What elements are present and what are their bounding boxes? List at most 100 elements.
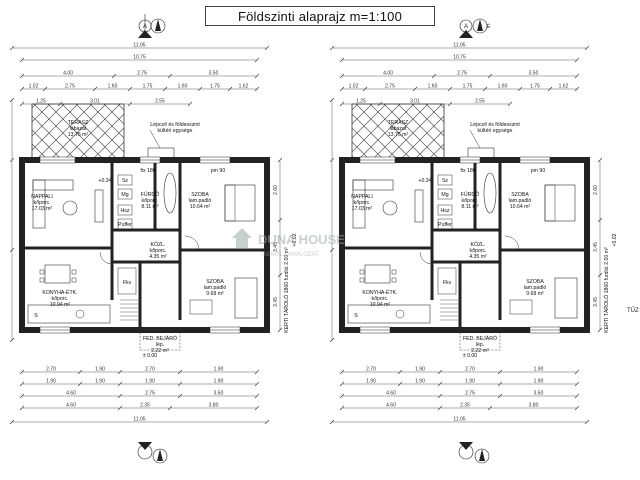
dim-lower3-tick	[254, 393, 260, 399]
dim-row4-tick	[547, 86, 553, 92]
room-label-bedroom1: SZOBA	[511, 192, 529, 198]
dim-row4-label: 2.75	[65, 84, 75, 90]
door-swing	[504, 235, 520, 251]
level-mark: ± 0.00	[463, 353, 477, 359]
dim-upper-label: 10.75	[453, 55, 466, 61]
sink	[75, 309, 85, 319]
chair	[71, 269, 77, 275]
dim-lower4-label: 2.35	[140, 403, 150, 409]
dim-side-label: 2.60	[593, 185, 599, 195]
sofa	[32, 179, 74, 191]
dim-lower2-label: 1.90	[465, 379, 475, 385]
dim-lower1-tick	[77, 369, 83, 375]
room-label-bedroom1: lam.padló	[509, 198, 532, 204]
dim-lower2-label: 1.90	[415, 379, 425, 385]
dim-row4-tick	[412, 86, 418, 92]
dim-side-label: 3.45	[273, 242, 279, 252]
dim-side-label: 2.60	[273, 185, 279, 195]
terrace-label: 13.75 m²	[68, 132, 89, 138]
section-marker-top-right: A	[459, 19, 473, 38]
outdoor-unit	[467, 147, 495, 159]
dim-lower2-tick	[437, 381, 443, 387]
outdoor-unit	[147, 147, 175, 159]
dim-row4-tick	[517, 86, 523, 92]
dim-side-tick	[597, 217, 603, 223]
dim-upper-label: 10.75	[133, 55, 146, 61]
room-label-hall: 4.35 m²	[469, 254, 487, 260]
pillow	[544, 184, 556, 222]
dim-row3-tick	[574, 73, 580, 79]
room-label-bedroom1: 10.64 m²	[510, 204, 531, 210]
dim-row3-tick	[167, 73, 173, 79]
covered-entry	[139, 329, 181, 351]
kitchen-counter	[347, 304, 431, 324]
dim-side-tick	[597, 327, 603, 333]
window-note: fix 180	[460, 168, 475, 174]
drawing-title: Földszinti alaprajz m=1:100	[205, 6, 435, 26]
dim-row5-label: 2.55	[155, 99, 165, 105]
dim-lower2-tick	[397, 381, 403, 387]
room-label-kitchen: KONYHA-ÉTK.	[42, 289, 77, 296]
section-letter: A	[143, 24, 147, 30]
utility-box	[437, 174, 453, 186]
dim-lower3-tick	[574, 393, 580, 399]
dim-row4-tick	[19, 86, 25, 92]
room-label-kitchen: kőporc.	[371, 296, 388, 302]
section-marker-bottom-left	[137, 442, 168, 464]
tv-unit	[414, 189, 424, 223]
dim-lower2-tick	[19, 381, 25, 387]
dim-overall-tick	[329, 45, 335, 51]
dim-overall-label: 11.05	[133, 43, 145, 49]
dim-left-tick	[329, 247, 335, 253]
dim-lower2-label: 1.90	[366, 379, 376, 385]
covered-entry	[459, 329, 501, 351]
dim-left-tick	[329, 337, 335, 343]
garden-storage-label: KERTI TÁROLÓ 1860 furdlió 2.00 m²	[283, 247, 290, 333]
dim-bottom-tick	[584, 419, 590, 425]
wardrobe	[189, 299, 213, 315]
bed	[224, 184, 256, 222]
dim-lower3-label: 4.60	[66, 391, 76, 397]
level-mark: +0.02	[292, 233, 298, 246]
dim-lower1-tick	[254, 369, 260, 375]
dim-lower3-label: 3.50	[534, 391, 544, 397]
watermark-sub: INGATLANHÁLÓZAT	[262, 251, 319, 258]
door-swing	[184, 235, 200, 251]
dim-lower2-label: 1.90	[534, 379, 544, 385]
dim-side-label: 3.45	[273, 297, 279, 307]
dim-lower1-label: 1.90	[95, 367, 105, 373]
dim-lower2-tick	[117, 381, 123, 387]
chair	[391, 277, 397, 283]
chair	[359, 269, 365, 275]
dim-row3-tick	[487, 73, 493, 79]
room-label-living: kőporc.	[33, 200, 50, 206]
section-letter: A	[464, 24, 468, 30]
north-letter: É	[487, 23, 491, 30]
dim-lower1-tick	[397, 369, 403, 375]
outdoor-unit-note: kültéri egysége	[478, 128, 513, 134]
wardrobe	[509, 299, 533, 315]
room-label-bedroom1: lam.padló	[189, 198, 212, 204]
kitchen-counter	[27, 304, 111, 324]
dim-lower2-tick	[77, 381, 83, 387]
dim-lower3-label: 4.60	[386, 391, 396, 397]
dim-row5-tick	[507, 101, 513, 107]
dim-lower2-label: 1.90	[95, 379, 105, 385]
dim-row4-tick	[42, 86, 48, 92]
room-label-living: NAPPALI	[351, 194, 373, 200]
dim-row4-label: 1.75	[463, 84, 473, 90]
pillow	[224, 184, 236, 222]
dim-row5-label: 1.25	[36, 99, 46, 105]
room-label-entry: 2.22 m²	[471, 348, 489, 354]
dim-lower4-tick	[574, 405, 580, 411]
dim-bottom-tick	[329, 419, 335, 425]
dim-row3-label: 4.00	[383, 71, 393, 77]
dim-row4-tick	[127, 86, 133, 92]
dim-lower3-label: 2.75	[145, 391, 155, 397]
dim-row4-label: 1.62	[559, 84, 569, 90]
dim-lower4-label: 3.80	[529, 403, 539, 409]
room-label-bathroom: 8.11 m²	[461, 204, 478, 210]
dim-lower4-label: 4.60	[386, 403, 396, 409]
dim-row4-tick	[339, 86, 345, 92]
